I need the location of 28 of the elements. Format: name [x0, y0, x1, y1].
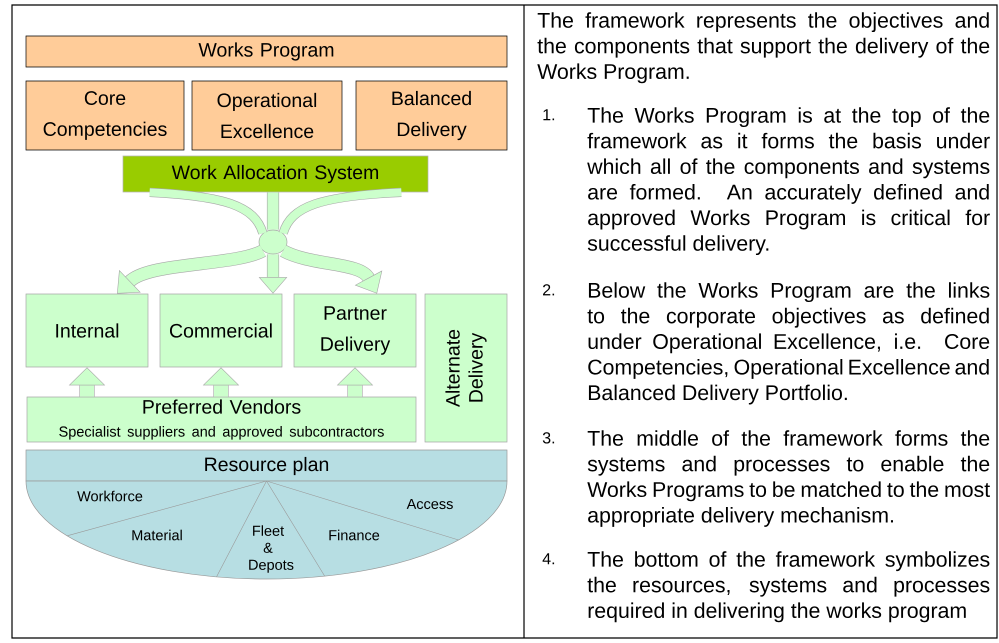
- item-number: 2.: [543, 284, 554, 296]
- objective-box: Balanced Delivery: [356, 80, 508, 150]
- objective-box: Operational Excellence: [192, 80, 342, 150]
- segment-label: Finance: [329, 530, 380, 540]
- segment-label: Workforce: [77, 490, 142, 502]
- paragraph: The middle of the framework forms the systems and processes to enable the Works Programs to be matched to the most appropriate delivery mechanism.: [587, 430, 990, 527]
- delivery-box: Partner Delivery: [294, 294, 416, 368]
- paragraph: The bottom of the framework symbolizes the resources, systems and processes required in delivering the works program: [588, 551, 990, 622]
- segment-label: Fleet & Depots: [249, 525, 294, 573]
- paragraph: The framework represents the objectives and the components that support the delivery of the Works Program.: [537, 12, 990, 84]
- objective-box: Core Competencies: [26, 80, 184, 150]
- delivery-box: Commercial: [160, 294, 282, 368]
- system-bar: Work Allocation System: [122, 156, 428, 192]
- paragraph: The Works Program is at the top of the framework as it forms the basis under which all of the components and systems are formed. An accurately defined and approved Works Program is critical for successful delivery.: [587, 107, 990, 256]
- paragraph: Below the Works Program are the links to the corporate objectives as defined under Operational Excellence, i.e. Core Competencies, Operational Excellence and Balanced Delivery Portfolio.: [588, 282, 990, 404]
- item-number: 1.: [543, 109, 554, 120]
- flow-arrow: [117, 244, 266, 294]
- program-box: Works Program: [26, 36, 508, 68]
- delivery-box: Internal: [26, 294, 148, 368]
- delivery-box: Alternate Delivery: [424, 294, 508, 442]
- node-label: Resource plan: [205, 456, 328, 476]
- flow-arrow: [280, 244, 382, 294]
- segment-label: Material: [132, 530, 182, 540]
- hub-circle: [258, 230, 288, 254]
- vendor-box: Preferred Vendors Specialist suppliers and approved subcontractors: [26, 396, 416, 442]
- item-number: 4.: [542, 553, 554, 564]
- segment-label: Access: [406, 498, 453, 510]
- item-number: 3.: [542, 432, 554, 444]
